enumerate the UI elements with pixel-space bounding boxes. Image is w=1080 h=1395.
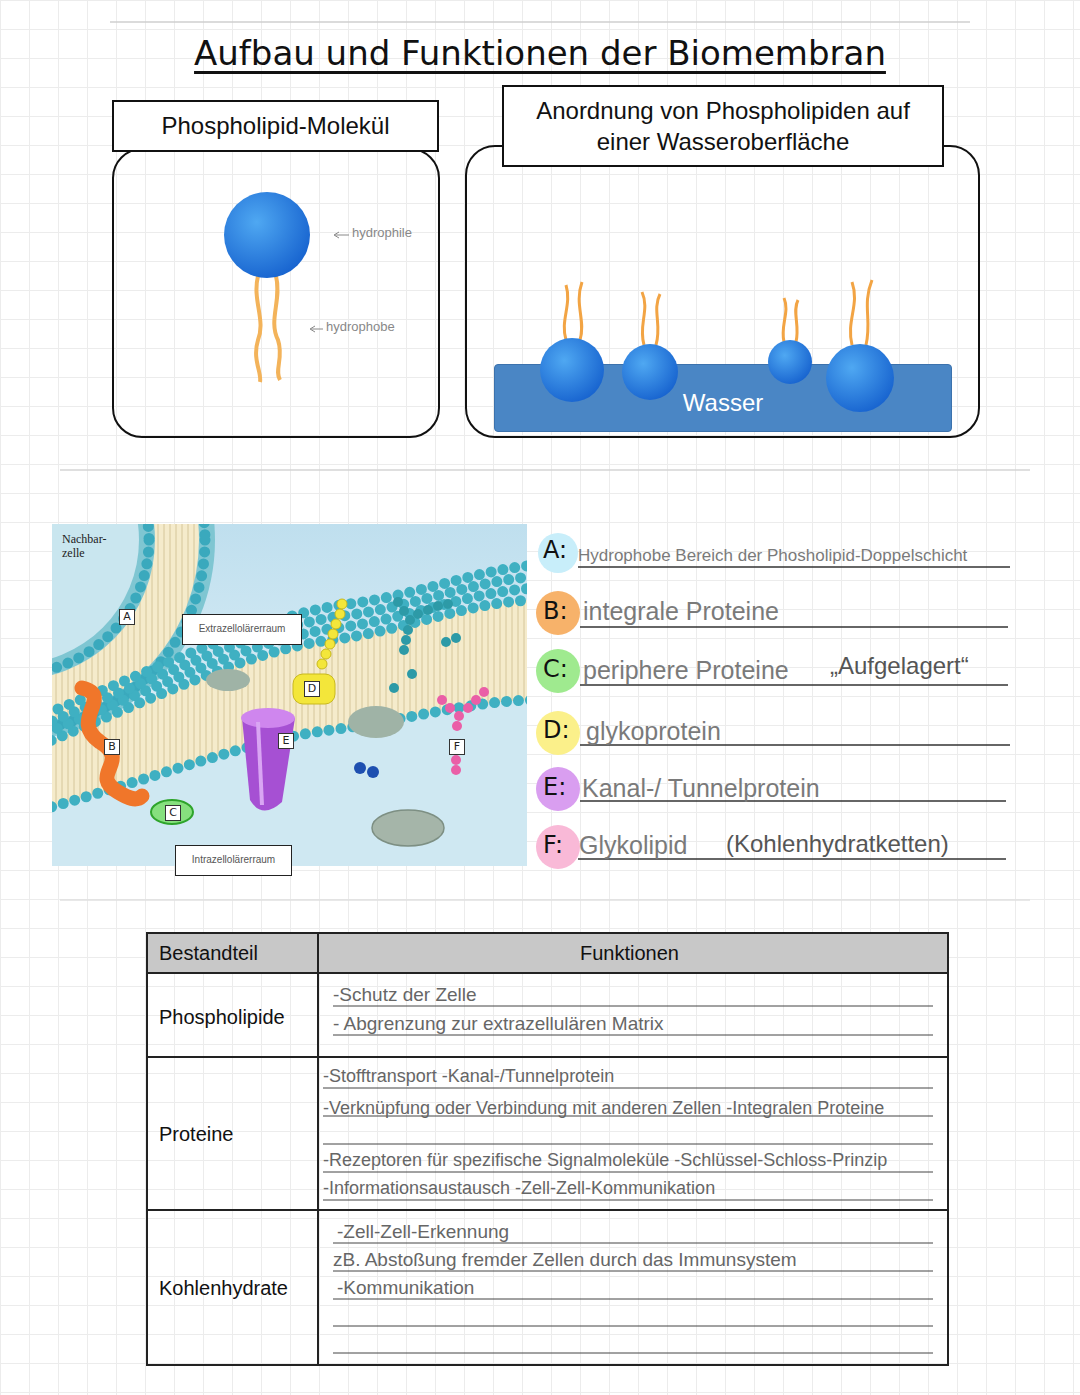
separator <box>110 21 970 23</box>
text-label: Nachbar- zelle <box>60 533 122 561</box>
node-label: Intrazellolärerraum <box>176 846 291 875</box>
text-label: C: <box>543 656 568 684</box>
text-label: Hydrophobe Bereich der Phosholipid-Doppe… <box>578 546 967 566</box>
text-label: -Kommunikation <box>337 1277 474 1299</box>
text-label: Bestandteil <box>159 942 258 965</box>
text-label: Kanal-/ Tunnelprotein <box>582 774 820 803</box>
panel-heading: Phospholipid-Molekül <box>112 100 439 152</box>
text-label: zB. Abstoßung fremder Zellen durch das I… <box>333 1249 797 1271</box>
text-label: D: <box>543 717 570 745</box>
text-label: periphere Proteine <box>583 656 789 685</box>
callout-letter: B <box>104 739 120 755</box>
text-label: -Stofftransport -Kanal-/Tunnelprotein <box>323 1066 614 1087</box>
text-label: -Rezeptoren für spezifische Signalmolekü… <box>323 1150 887 1171</box>
node-label: Extrazellolärerraum <box>183 615 301 644</box>
text-label: Funktionen <box>580 942 679 965</box>
text-label: -Zell-Zell-Erkennung <box>337 1221 509 1243</box>
text-label: -Verknüpfung oder Verbindung mit anderen… <box>323 1094 913 1122</box>
callout-letter: F <box>449 739 465 755</box>
text-label: Glykolipid <box>579 831 687 860</box>
text-label: Phospholipide <box>159 1006 285 1029</box>
text-label: -Schutz der Zelle <box>333 984 477 1006</box>
text-label: „Aufgelagert“ <box>830 652 969 680</box>
panel-heading: Anordnung von Phospholipiden auf einer W… <box>502 85 944 167</box>
membrane-illustration <box>52 524 527 866</box>
space-box: Intrazellolärerraum <box>175 845 292 876</box>
molecule-panel: Phospholipid-Molekül <box>112 148 440 438</box>
text-label: -Informationsaustausch -Zell-Zell-Kommun… <box>323 1178 715 1199</box>
text-label: hydrophile <box>352 226 412 241</box>
callout-letter: A <box>119 609 135 625</box>
function-table <box>147 933 948 1365</box>
callout-letter: D <box>304 681 320 697</box>
text-label: B: <box>543 598 568 626</box>
letter-circles <box>536 533 580 869</box>
text-label: A: <box>543 537 567 565</box>
text-label: (Kohlenhydratketten) <box>726 830 949 858</box>
text-label: F: <box>543 832 563 860</box>
phospholipid-molecule <box>224 192 349 382</box>
text-label: E: <box>543 774 566 802</box>
node-label: Wasser <box>495 365 951 431</box>
space-box: Extrazellolärerraum <box>182 614 302 645</box>
answer-lines <box>578 567 1010 859</box>
water-panel: Anordnung von Phospholipiden auf einer W… <box>465 145 980 438</box>
text-label: Kohlenhydrate <box>159 1277 288 1300</box>
callout-letter: C <box>165 805 181 821</box>
text-label: Proteine <box>159 1123 234 1146</box>
text-label: hydrophobe <box>326 320 395 335</box>
separator <box>60 899 1030 901</box>
text-label: glykoprotein <box>586 717 721 746</box>
text-label: - Abgrenzung zur extrazellulären Matrix <box>333 1013 664 1035</box>
separator <box>60 469 1030 471</box>
callout-letter: E <box>278 733 294 749</box>
text-label: integrale Proteine <box>583 597 779 626</box>
title: Aufbau und Funktionen der Biomembran <box>0 34 1080 73</box>
water-band: Wasser <box>494 364 952 432</box>
